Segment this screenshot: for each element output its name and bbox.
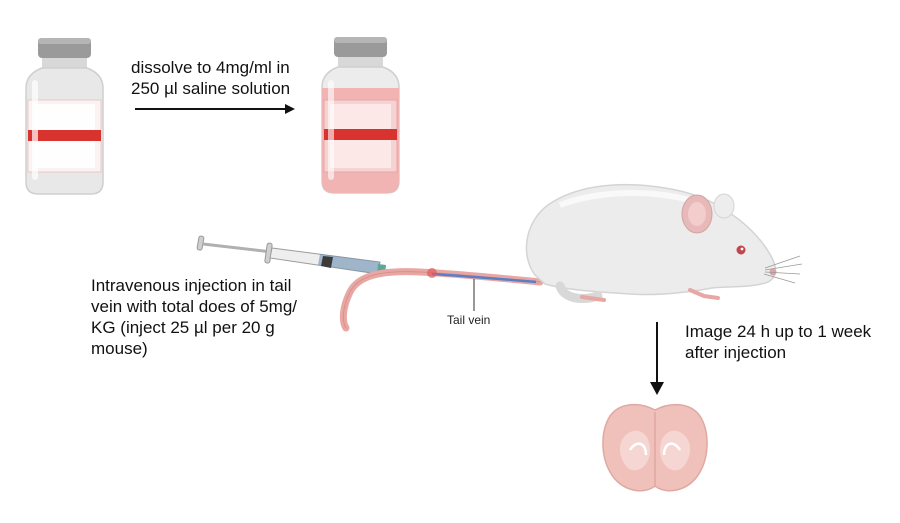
imaging-line-1: Image 24 h up to 1 week	[685, 322, 872, 341]
syringe-icon	[196, 235, 411, 275]
dissolve-line-2: 250 µl saline solution	[131, 79, 291, 98]
empty-vial-icon	[25, 38, 104, 195]
brain-section-icon	[602, 403, 708, 492]
injection-step-label: Intravenous injection in tail vein with …	[91, 275, 297, 359]
injection-line-3: KG (inject 25 µl per 20 g	[91, 318, 275, 337]
imaging-line-2: after injection	[685, 343, 787, 362]
mouse-tail-icon	[339, 268, 544, 332]
solution-vial-icon	[321, 37, 400, 194]
injection-line-2: vein with total does of 5mg/	[91, 297, 298, 316]
mouse-icon	[525, 183, 803, 303]
imaging-arrow-head	[650, 382, 664, 395]
injection-line-4: mouse)	[91, 339, 148, 358]
injection-line-1: Intravenous injection in tail	[91, 276, 292, 295]
dissolve-line-1: dissolve to 4mg/ml in	[131, 58, 290, 77]
dissolve-step-label: dissolve to 4mg/ml in 250 µl saline solu…	[131, 57, 290, 99]
tail-vein-label: Tail vein	[447, 313, 491, 327]
imaging-step-label: Image 24 h up to 1 week after injection	[685, 321, 871, 363]
